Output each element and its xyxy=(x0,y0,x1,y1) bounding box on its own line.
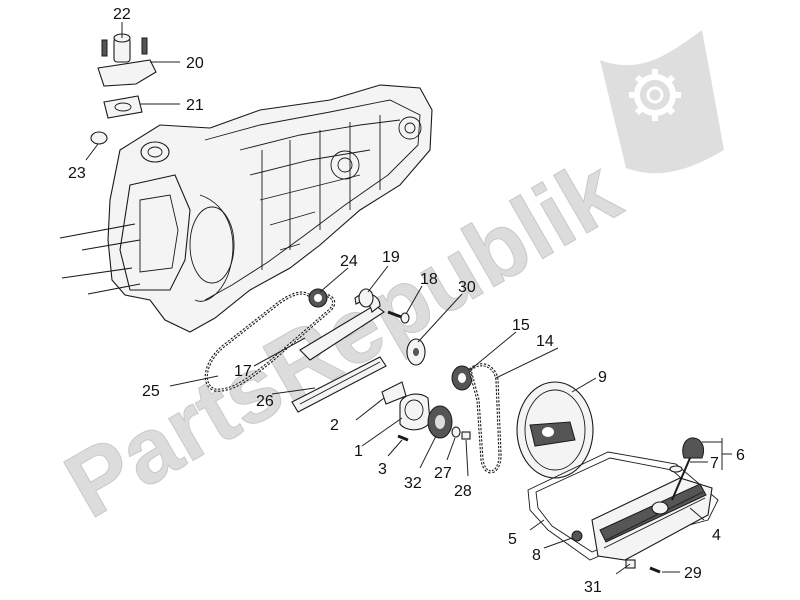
callout-31: 31 xyxy=(584,579,602,596)
pump-washer-bolt xyxy=(451,426,471,440)
callout-22: 22 xyxy=(113,6,131,23)
callout-7: 7 xyxy=(710,455,719,472)
callout-5: 5 xyxy=(508,531,517,548)
callout-3: 3 xyxy=(378,461,387,478)
callout-23: 23 xyxy=(68,165,86,182)
gear-icon xyxy=(629,69,681,121)
oil-pump-washer xyxy=(406,338,426,366)
callout-19: 19 xyxy=(382,249,400,266)
callout-24: 24 xyxy=(340,253,358,270)
drive-pulley-cover xyxy=(516,381,594,479)
callout-17: 17 xyxy=(234,363,252,380)
callout-27: 27 xyxy=(434,465,452,482)
drain-plug xyxy=(571,530,583,542)
watermark-flag xyxy=(600,30,724,174)
callout-1: 1 xyxy=(354,443,363,460)
callout-32: 32 xyxy=(404,475,422,492)
callout-21: 21 xyxy=(186,97,204,114)
oil-pump-sprocket xyxy=(427,405,453,439)
callout-14: 14 xyxy=(536,333,554,350)
chain-tensioner-group xyxy=(90,33,157,145)
cylinder-studs xyxy=(59,223,141,295)
callout-18: 18 xyxy=(420,271,438,288)
pivot-washer xyxy=(358,288,374,308)
callout-8: 8 xyxy=(532,547,541,564)
callout-4: 4 xyxy=(712,527,721,544)
crankcase xyxy=(59,84,433,333)
callout-6: 6 xyxy=(736,447,745,464)
cam-chain xyxy=(204,291,336,392)
pump-drive-sprocket xyxy=(451,365,473,391)
callout-25: 25 xyxy=(142,383,160,400)
oil-pump-chain xyxy=(468,363,502,474)
callout-labels: 22 20 21 23 24 19 18 30 15 14 9 25 17 26… xyxy=(68,6,745,596)
callout-30: 30 xyxy=(458,279,476,296)
crank-sprocket xyxy=(308,288,328,308)
oil-dipstick xyxy=(669,437,705,501)
sump-bolt xyxy=(625,559,661,574)
oil-sump xyxy=(591,477,713,561)
oil-pump-body xyxy=(381,381,431,442)
callout-20: 20 xyxy=(186,55,204,72)
callout-2: 2 xyxy=(330,417,339,434)
leader-lines xyxy=(85,22,732,575)
guide-bolt xyxy=(387,310,410,324)
chain-guide-lower xyxy=(291,356,387,413)
callout-9: 9 xyxy=(598,369,607,386)
callout-29: 29 xyxy=(684,565,702,582)
callout-15: 15 xyxy=(512,317,530,334)
callout-26: 26 xyxy=(256,393,274,410)
callout-28: 28 xyxy=(454,483,472,500)
